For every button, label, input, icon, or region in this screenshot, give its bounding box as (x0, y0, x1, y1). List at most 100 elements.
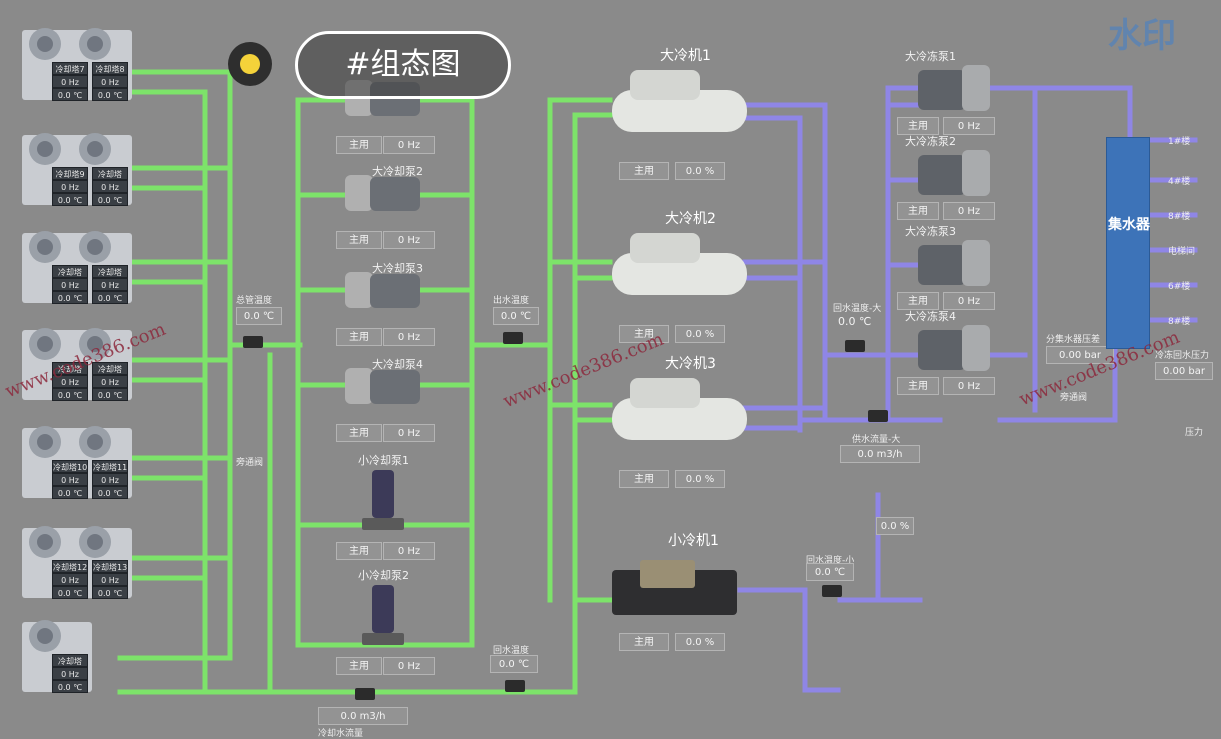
chilled-pump-motor-1 (918, 155, 966, 195)
cooling-pump-name: 大冷却泵2 (372, 165, 423, 178)
sensor-device-5 (505, 680, 525, 692)
chiller-shell-1 (612, 253, 747, 295)
chiller-load: 0.0 % (675, 325, 725, 343)
tower-temp-b: 0.0 ℃ (92, 88, 128, 101)
branch-label: 8#楼 (1168, 212, 1191, 222)
chilled-pump-motor-0 (918, 70, 966, 110)
sep-pressure-label: 分集水器压差 (1046, 335, 1101, 345)
sensor-device-0 (243, 336, 263, 348)
sensor-device-4 (355, 688, 375, 700)
tower-fan-hub-icon-6-0 (37, 628, 53, 644)
tower-temp-b: 0.0 ℃ (92, 193, 128, 206)
tower-name-b: 冷却塔8 (92, 62, 128, 75)
chiller-name: 大冷机2 (665, 211, 716, 227)
chiller-name: 大冷机3 (665, 356, 716, 372)
tower-fan-hub-icon-4-1 (87, 434, 103, 450)
chw-return-temp-label: 回水温度-大 (833, 304, 882, 314)
tower-fan-hub-icon-5-0 (37, 534, 53, 550)
tower-freq: 0 Hz (52, 75, 88, 88)
cooling-pump-freq: 0 Hz (383, 424, 435, 442)
tower-freq: 0 Hz (52, 375, 88, 388)
chilled-pump-motor-3 (918, 330, 966, 370)
cw-supply-temp-value: 0.0 ℃ (493, 307, 539, 325)
small-chiller-top (640, 560, 695, 588)
cooling-pump-freq: 0 Hz (383, 657, 435, 675)
pressure-label: 压力 (1185, 428, 1204, 438)
cooling-pump-mode: 主用 (336, 231, 382, 249)
cooling-pump-casing-2 (345, 272, 373, 308)
tower-name-b: 冷却塔 (92, 167, 128, 180)
water-collector: 集水器 (1106, 137, 1150, 349)
valve-opening-value: 0.0 % (876, 517, 914, 535)
cooling-pump-mode: 主用 (336, 542, 382, 560)
tower-freq-b: 0 Hz (92, 573, 128, 586)
tower-freq: 0 Hz (52, 473, 88, 486)
cooling-pump-motor-2 (370, 274, 420, 308)
tower-temp-b: 0.0 ℃ (92, 291, 128, 304)
small-return-temp-label: 回水温度-小 (806, 556, 855, 566)
chw-flow-label: 供水流量-大 (852, 435, 901, 445)
cw-total-temp-value: 0.0 ℃ (236, 307, 282, 325)
cw-flow-value: 0.0 m3/h (318, 707, 408, 725)
cooling-pump-base-5 (362, 633, 404, 645)
tower-name-a: 冷却塔 (52, 654, 88, 667)
return-pressure-label: 冷冻回水压力 (1155, 351, 1210, 361)
chilled-pump-name: 大冷冻泵1 (905, 50, 956, 63)
cooling-pump-freq: 0 Hz (383, 328, 435, 346)
chiller-load: 0.0 % (675, 470, 725, 488)
chilled-pump-name: 大冷冻泵2 (905, 135, 956, 148)
chilled-pump-casing-2 (962, 240, 990, 286)
tower-name-b: 冷却塔 (92, 265, 128, 278)
chilled-pump-freq: 0 Hz (943, 292, 995, 310)
chilled-pump-casing-3 (962, 325, 990, 371)
chiller-mode: 主用 (619, 162, 669, 180)
chiller-load: 0.0 % (675, 162, 725, 180)
tower-freq: 0 Hz (52, 667, 88, 680)
tower-freq: 0 Hz (52, 278, 88, 291)
chilled-pump-motor-2 (918, 245, 966, 285)
tower-name-a: 冷却塔12 (52, 560, 88, 573)
tower-freq-b: 0 Hz (92, 75, 128, 88)
cw-flow-label: 冷却水流量 (318, 729, 364, 739)
cooling-pump-name: 大冷却泵3 (372, 262, 423, 275)
cooling-pump-motor-1 (370, 177, 420, 211)
cooling-pump-motor-5 (372, 585, 394, 633)
chiller-compressor-1 (630, 233, 700, 263)
branch-label: 电梯间 (1168, 247, 1196, 257)
tower-fan-hub-icon-0-1 (87, 36, 103, 52)
chiller-mode: 主用 (619, 470, 669, 488)
tower-temp-b: 0.0 ℃ (92, 388, 128, 401)
cw-return-temp-value: 0.0 ℃ (490, 655, 538, 673)
tower-fan-hub-icon-3-0 (37, 336, 53, 352)
cw-total-temp-label: 总管温度 (236, 296, 273, 306)
cooling-pump-motor-4 (372, 470, 394, 518)
branch-label: 4#楼 (1168, 177, 1191, 187)
sensor-device-2 (845, 340, 865, 352)
chilled-pump-freq: 0 Hz (943, 377, 995, 395)
sep-pressure-value: 0.00 bar (1046, 346, 1114, 364)
chilled-pump-mode: 主用 (897, 117, 939, 135)
chilled-pump-casing-1 (962, 150, 990, 196)
chilled-pump-freq: 0 Hz (943, 117, 995, 135)
page-title: #组态图 (295, 31, 511, 99)
small-chiller-load: 0.0 % (675, 633, 725, 651)
tower-temp: 0.0 ℃ (52, 291, 88, 304)
tower-name-b: 冷却塔11 (92, 460, 128, 473)
chw-flow-value: 0.0 m3/h (840, 445, 920, 463)
status-indicator (228, 42, 272, 86)
chilled-pump-freq: 0 Hz (943, 202, 995, 220)
cw-bypass-label: 旁通阀 (236, 458, 264, 468)
cooling-pump-mode: 主用 (336, 424, 382, 442)
chilled-pump-name: 大冷冻泵3 (905, 225, 956, 238)
cooling-pump-name: 小冷却泵1 (358, 454, 409, 467)
chiller-compressor-2 (630, 378, 700, 408)
tower-temp: 0.0 ℃ (52, 586, 88, 599)
cooling-pump-motor-3 (370, 370, 420, 404)
chilled-pump-mode: 主用 (897, 202, 939, 220)
tower-name-a: 冷却塔7 (52, 62, 88, 75)
chilled-pump-mode: 主用 (897, 292, 939, 310)
status-light (240, 54, 260, 74)
branch-label: 1#楼 (1168, 137, 1191, 147)
tower-temp: 0.0 ℃ (52, 193, 88, 206)
tower-freq-b: 0 Hz (92, 278, 128, 291)
